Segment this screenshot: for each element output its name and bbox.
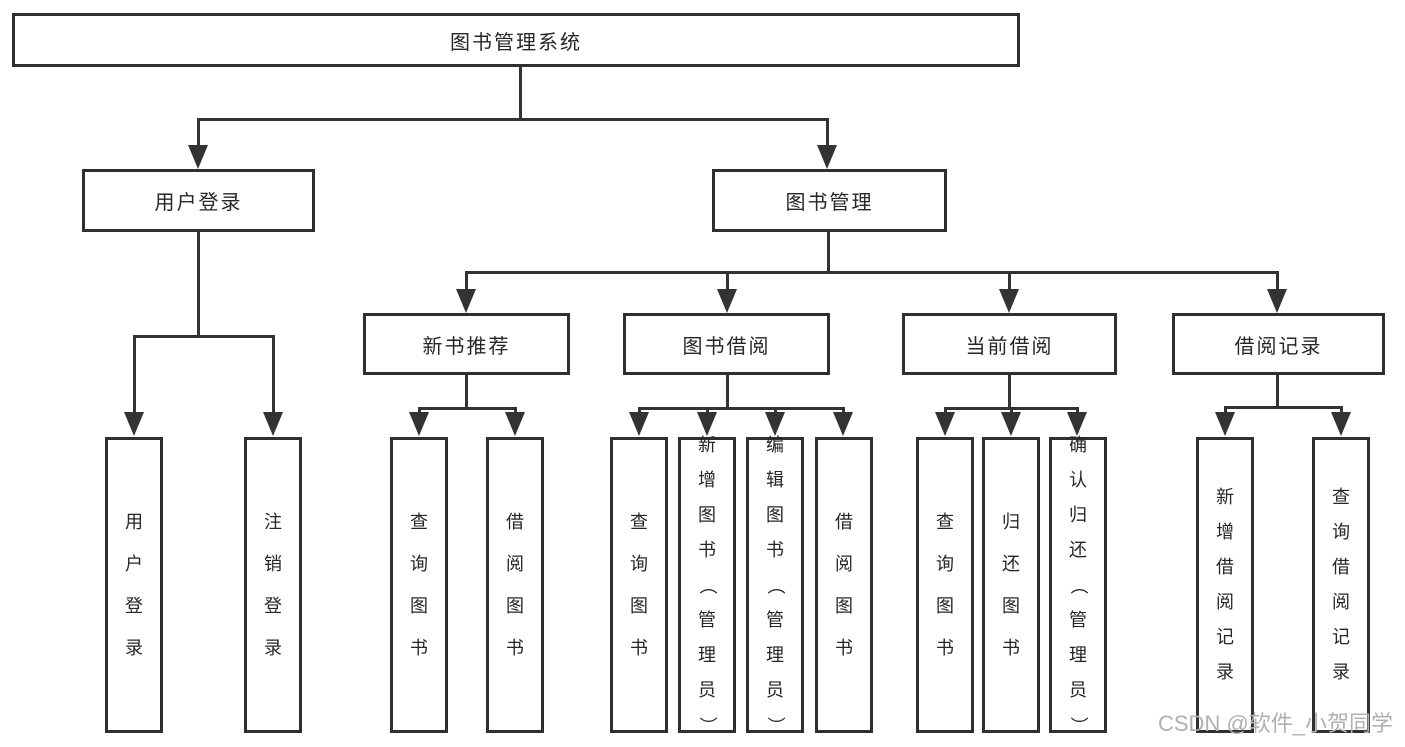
arrow-down-icon bbox=[765, 412, 785, 436]
node-label: 图书管理 bbox=[785, 192, 874, 214]
arrow-down-icon bbox=[456, 289, 476, 313]
arrow-down-icon bbox=[188, 145, 208, 169]
leaf-label: 新增借阅记录 bbox=[1216, 487, 1234, 682]
arrow-down-icon bbox=[1001, 412, 1021, 436]
node-label: 用户登录 bbox=[154, 192, 243, 214]
arrow-down-icon bbox=[1267, 289, 1287, 313]
connector-line bbox=[418, 407, 421, 416]
connector-line bbox=[197, 232, 200, 337]
arrow-down-icon bbox=[505, 412, 525, 436]
node-book-management: 图书管理 bbox=[712, 169, 947, 232]
connector-line bbox=[133, 335, 275, 338]
connector-line bbox=[638, 407, 641, 416]
arrow-down-icon bbox=[935, 412, 955, 436]
connector-line bbox=[638, 407, 845, 410]
leaf-add-borrow-record: 新增借阅记录 bbox=[1196, 437, 1254, 733]
arrow-down-icon bbox=[999, 289, 1019, 313]
arrow-down-icon bbox=[817, 145, 837, 169]
leaf-confirm-return-admin: 确认归还（管理员） bbox=[1049, 434, 1107, 735]
arrow-down-icon bbox=[263, 412, 283, 436]
connector-line bbox=[1224, 406, 1343, 409]
node-label: 当前借阅 bbox=[965, 335, 1054, 358]
arrow-down-icon bbox=[833, 412, 853, 436]
leaf-label: 归还图书 bbox=[1002, 512, 1020, 658]
leaf-query-books-recommend: 查询图书 bbox=[390, 437, 448, 733]
connector-line bbox=[519, 67, 522, 120]
arrow-down-icon bbox=[409, 412, 429, 436]
connector-line bbox=[1276, 271, 1279, 292]
leaf-query-borrow-record: 查询借阅记录 bbox=[1312, 437, 1370, 733]
node-label: 新书推荐 bbox=[422, 335, 511, 358]
arrow-down-icon bbox=[1331, 412, 1351, 436]
csdn-watermark: CSDN @软件_小贺同学 bbox=[1158, 711, 1394, 736]
leaf-borrow-books-borrowing: 借阅图书 bbox=[815, 437, 873, 733]
leaf-label: 查询图书 bbox=[410, 512, 428, 658]
node-label: 借阅记录 bbox=[1234, 335, 1323, 358]
arrow-down-icon bbox=[629, 412, 649, 436]
connector-line bbox=[1008, 375, 1011, 409]
connector-line bbox=[133, 335, 136, 415]
leaf-label: 确认归还（管理员） bbox=[1068, 434, 1089, 735]
connector-line bbox=[1276, 375, 1279, 408]
connector-line bbox=[826, 118, 829, 150]
connector-line bbox=[465, 271, 1279, 274]
node-new-book-recommend: 新书推荐 bbox=[363, 313, 570, 375]
leaf-borrow-books-recommend: 借阅图书 bbox=[486, 437, 544, 733]
leaf-label: 新增图书（管理员） bbox=[697, 434, 718, 735]
connector-line bbox=[726, 375, 729, 409]
connector-line bbox=[1340, 406, 1343, 416]
connector-line bbox=[774, 407, 777, 416]
connector-line bbox=[1010, 407, 1013, 416]
connector-line bbox=[726, 271, 729, 292]
connector-line bbox=[197, 118, 200, 150]
node-root-library-system: 图书管理系统 bbox=[12, 13, 1020, 67]
connector-line bbox=[465, 271, 468, 292]
connector-line bbox=[514, 407, 517, 416]
node-current-borrowing: 当前借阅 bbox=[902, 313, 1117, 375]
leaf-label: 注销登录 bbox=[264, 512, 282, 658]
node-user-login: 用户登录 bbox=[82, 169, 315, 232]
leaf-query-books-current: 查询图书 bbox=[916, 437, 974, 733]
node-borrow-records: 借阅记录 bbox=[1172, 313, 1385, 375]
connector-line bbox=[465, 375, 468, 409]
leaf-label: 编辑图书（管理员） bbox=[765, 434, 786, 735]
connector-line bbox=[944, 407, 947, 416]
leaf-label: 查询图书 bbox=[936, 512, 954, 658]
leaf-label: 借阅图书 bbox=[506, 512, 524, 658]
node-book-borrowing: 图书借阅 bbox=[623, 313, 830, 375]
leaf-logout: 注销登录 bbox=[244, 437, 302, 733]
leaf-return-book: 归还图书 bbox=[982, 437, 1040, 733]
arrow-down-icon bbox=[697, 412, 717, 436]
connector-line bbox=[1008, 271, 1011, 292]
connector-line bbox=[827, 232, 830, 273]
leaf-label: 查询借阅记录 bbox=[1332, 487, 1350, 682]
connector-line bbox=[1224, 406, 1227, 416]
leaf-edit-book-admin: 编辑图书（管理员） bbox=[746, 434, 804, 735]
leaf-query-books-borrowing: 查询图书 bbox=[610, 437, 668, 733]
connector-line bbox=[418, 407, 517, 410]
arrow-down-icon bbox=[717, 289, 737, 313]
connector-line bbox=[706, 407, 709, 416]
node-label: 图书借阅 bbox=[682, 335, 771, 358]
connector-line bbox=[197, 118, 829, 121]
connector-line bbox=[1076, 407, 1079, 416]
arrow-down-icon bbox=[124, 412, 144, 436]
node-label: 图书管理系统 bbox=[450, 31, 582, 54]
connector-line bbox=[842, 407, 845, 416]
leaf-label: 用户登录 bbox=[125, 512, 143, 658]
leaf-add-book-admin: 新增图书（管理员） bbox=[678, 434, 736, 735]
leaf-label: 查询图书 bbox=[630, 512, 648, 658]
connector-line bbox=[272, 335, 275, 415]
leaf-label: 借阅图书 bbox=[835, 512, 853, 658]
arrow-down-icon bbox=[1215, 412, 1235, 436]
leaf-user-login: 用户登录 bbox=[105, 437, 163, 733]
arrow-down-icon bbox=[1067, 412, 1087, 436]
